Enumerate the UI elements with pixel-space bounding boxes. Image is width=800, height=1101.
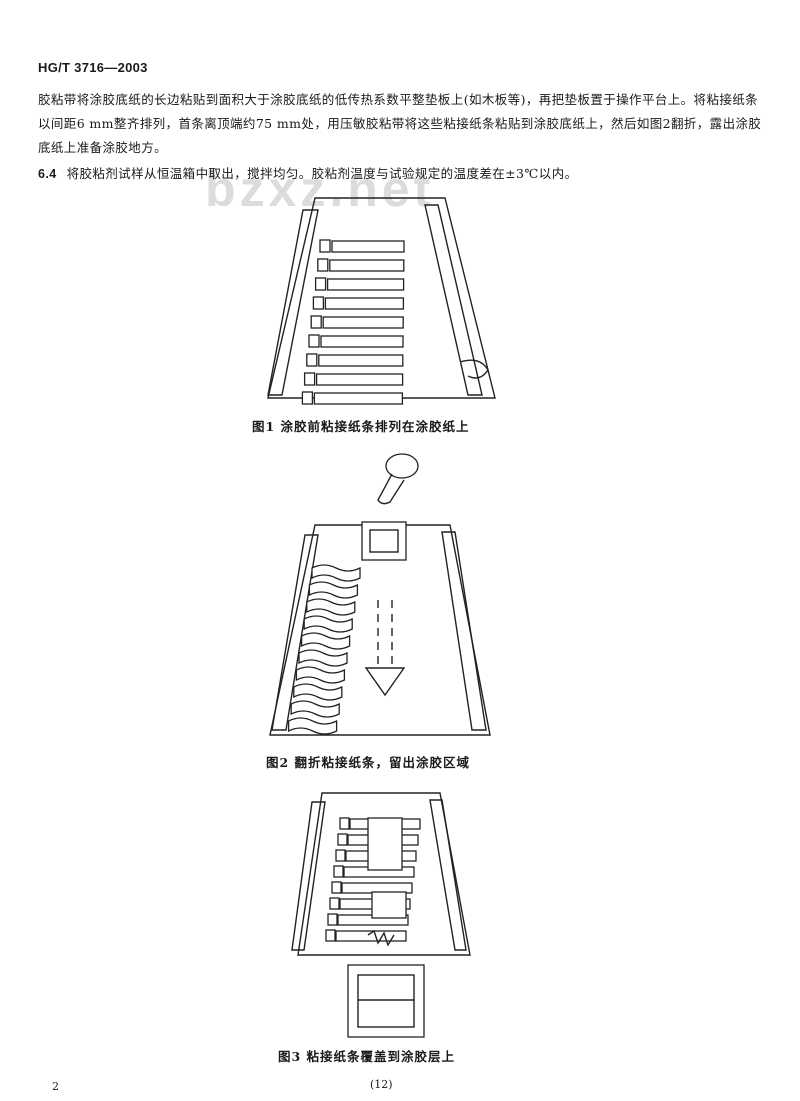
figure-2-folded-strip <box>295 666 346 684</box>
figure-2-illustration <box>269 453 491 736</box>
figure-2-left-tape <box>271 534 319 731</box>
figure-3-board <box>297 792 471 956</box>
figure-2-folded-strip <box>308 581 359 599</box>
figure-1-strip <box>313 392 404 405</box>
paragraph-6-4: 6.4 将胶粘剂试样从恒温箱中取出，搅拌均匀。胶粘剂温度与试验规定的温度差在±3℃… <box>38 162 762 186</box>
figure-3-right-tape <box>429 799 467 951</box>
figure-1-illustration <box>267 197 496 405</box>
figure-3-illustration <box>291 792 471 1038</box>
figure-3-strip-tab <box>329 897 340 910</box>
page-number: 2 <box>52 1080 59 1093</box>
figure-1-strip-tab <box>301 391 314 405</box>
figure-1-strip <box>331 240 405 253</box>
figure-2-cup <box>385 453 419 479</box>
figure-1-strip-tab <box>317 258 329 272</box>
figure-1-paper-strips <box>301 239 405 405</box>
figure-1-strip-tab <box>312 296 325 310</box>
figure-1-strip <box>320 335 404 348</box>
figure-2-folded-strip <box>300 632 351 650</box>
figure-2-folded-strip <box>298 649 348 667</box>
figure-3-applicator <box>347 964 425 1038</box>
figure-3-strip-tab <box>335 849 346 862</box>
paragraph-continuation: 胶粘带将涂胶底纸的长边粘贴到面积大于涂胶底纸的低传热系数平整垫板上(如木板等)，… <box>38 92 762 155</box>
figure-3-strip-tab <box>331 881 342 894</box>
paragraph-6-4-text: 将胶粘剂试样从恒温箱中取出，搅拌均匀。胶粘剂温度与试验规定的温度差在±3℃以内。 <box>66 166 578 181</box>
figure-1-strip <box>322 316 404 329</box>
watermark: bzxz.net <box>205 161 435 217</box>
figure-1-strip-tab <box>308 334 320 348</box>
figure-2-folded-strip <box>287 717 338 735</box>
figure-3-left-tape <box>291 801 326 951</box>
figure-3-caption: 图3 粘接纸条覆盖到涂胶层上 <box>278 1049 456 1064</box>
figure-2-hand <box>377 473 405 505</box>
section-number: 6.4 <box>38 167 57 181</box>
figure-2-folded-strips <box>287 564 361 735</box>
standard-number-header: HG/T 3716—2003 <box>38 60 148 75</box>
figure-3-hand <box>367 817 403 871</box>
figure-2-applicator <box>361 521 407 561</box>
figure-2-folded-strip <box>311 564 361 582</box>
figure-3-strip-tab <box>325 929 336 942</box>
figure-1-strip <box>324 297 405 310</box>
figure-2-right-tape <box>441 531 487 731</box>
figure-1-tape-roll <box>459 359 489 379</box>
figure-1-left-tape <box>267 209 319 396</box>
figure-1-strip <box>318 354 404 367</box>
figure-3-strip-tab <box>333 865 344 878</box>
figure-1-strip <box>315 373 404 386</box>
figure-2-folded-strip <box>290 700 340 718</box>
figure-1-strip <box>329 259 405 272</box>
figure-1-strip-tab <box>314 277 327 291</box>
figure-3-strip-tab <box>327 913 338 926</box>
figure-3-strip <box>335 930 407 942</box>
figure-1-strip-tab <box>310 315 322 329</box>
figure-3-strip-tab <box>337 833 348 846</box>
figure-1-strip-tab <box>303 372 316 386</box>
figure-2-folded-strip <box>306 598 356 616</box>
figure-3-strip-tab <box>339 817 350 830</box>
figure-1-strip <box>326 278 405 291</box>
figure-2-folded-strip <box>293 683 343 701</box>
figure-1-strip-tab <box>319 239 331 253</box>
figure-2-folded-strip <box>303 615 353 633</box>
figure-1-board <box>267 197 496 399</box>
page-code: (12) <box>370 1078 393 1091</box>
figure-1-caption: 图1 涂胶前粘接纸条排列在涂胶纸上 <box>252 419 470 434</box>
figure-1-right-tape <box>424 204 483 396</box>
figure-2-caption: 图2 翻折粘接纸条，留出涂胶区域 <box>266 755 471 770</box>
figure-2-arrow <box>364 667 406 697</box>
figure-1-strip-tab <box>306 353 318 367</box>
